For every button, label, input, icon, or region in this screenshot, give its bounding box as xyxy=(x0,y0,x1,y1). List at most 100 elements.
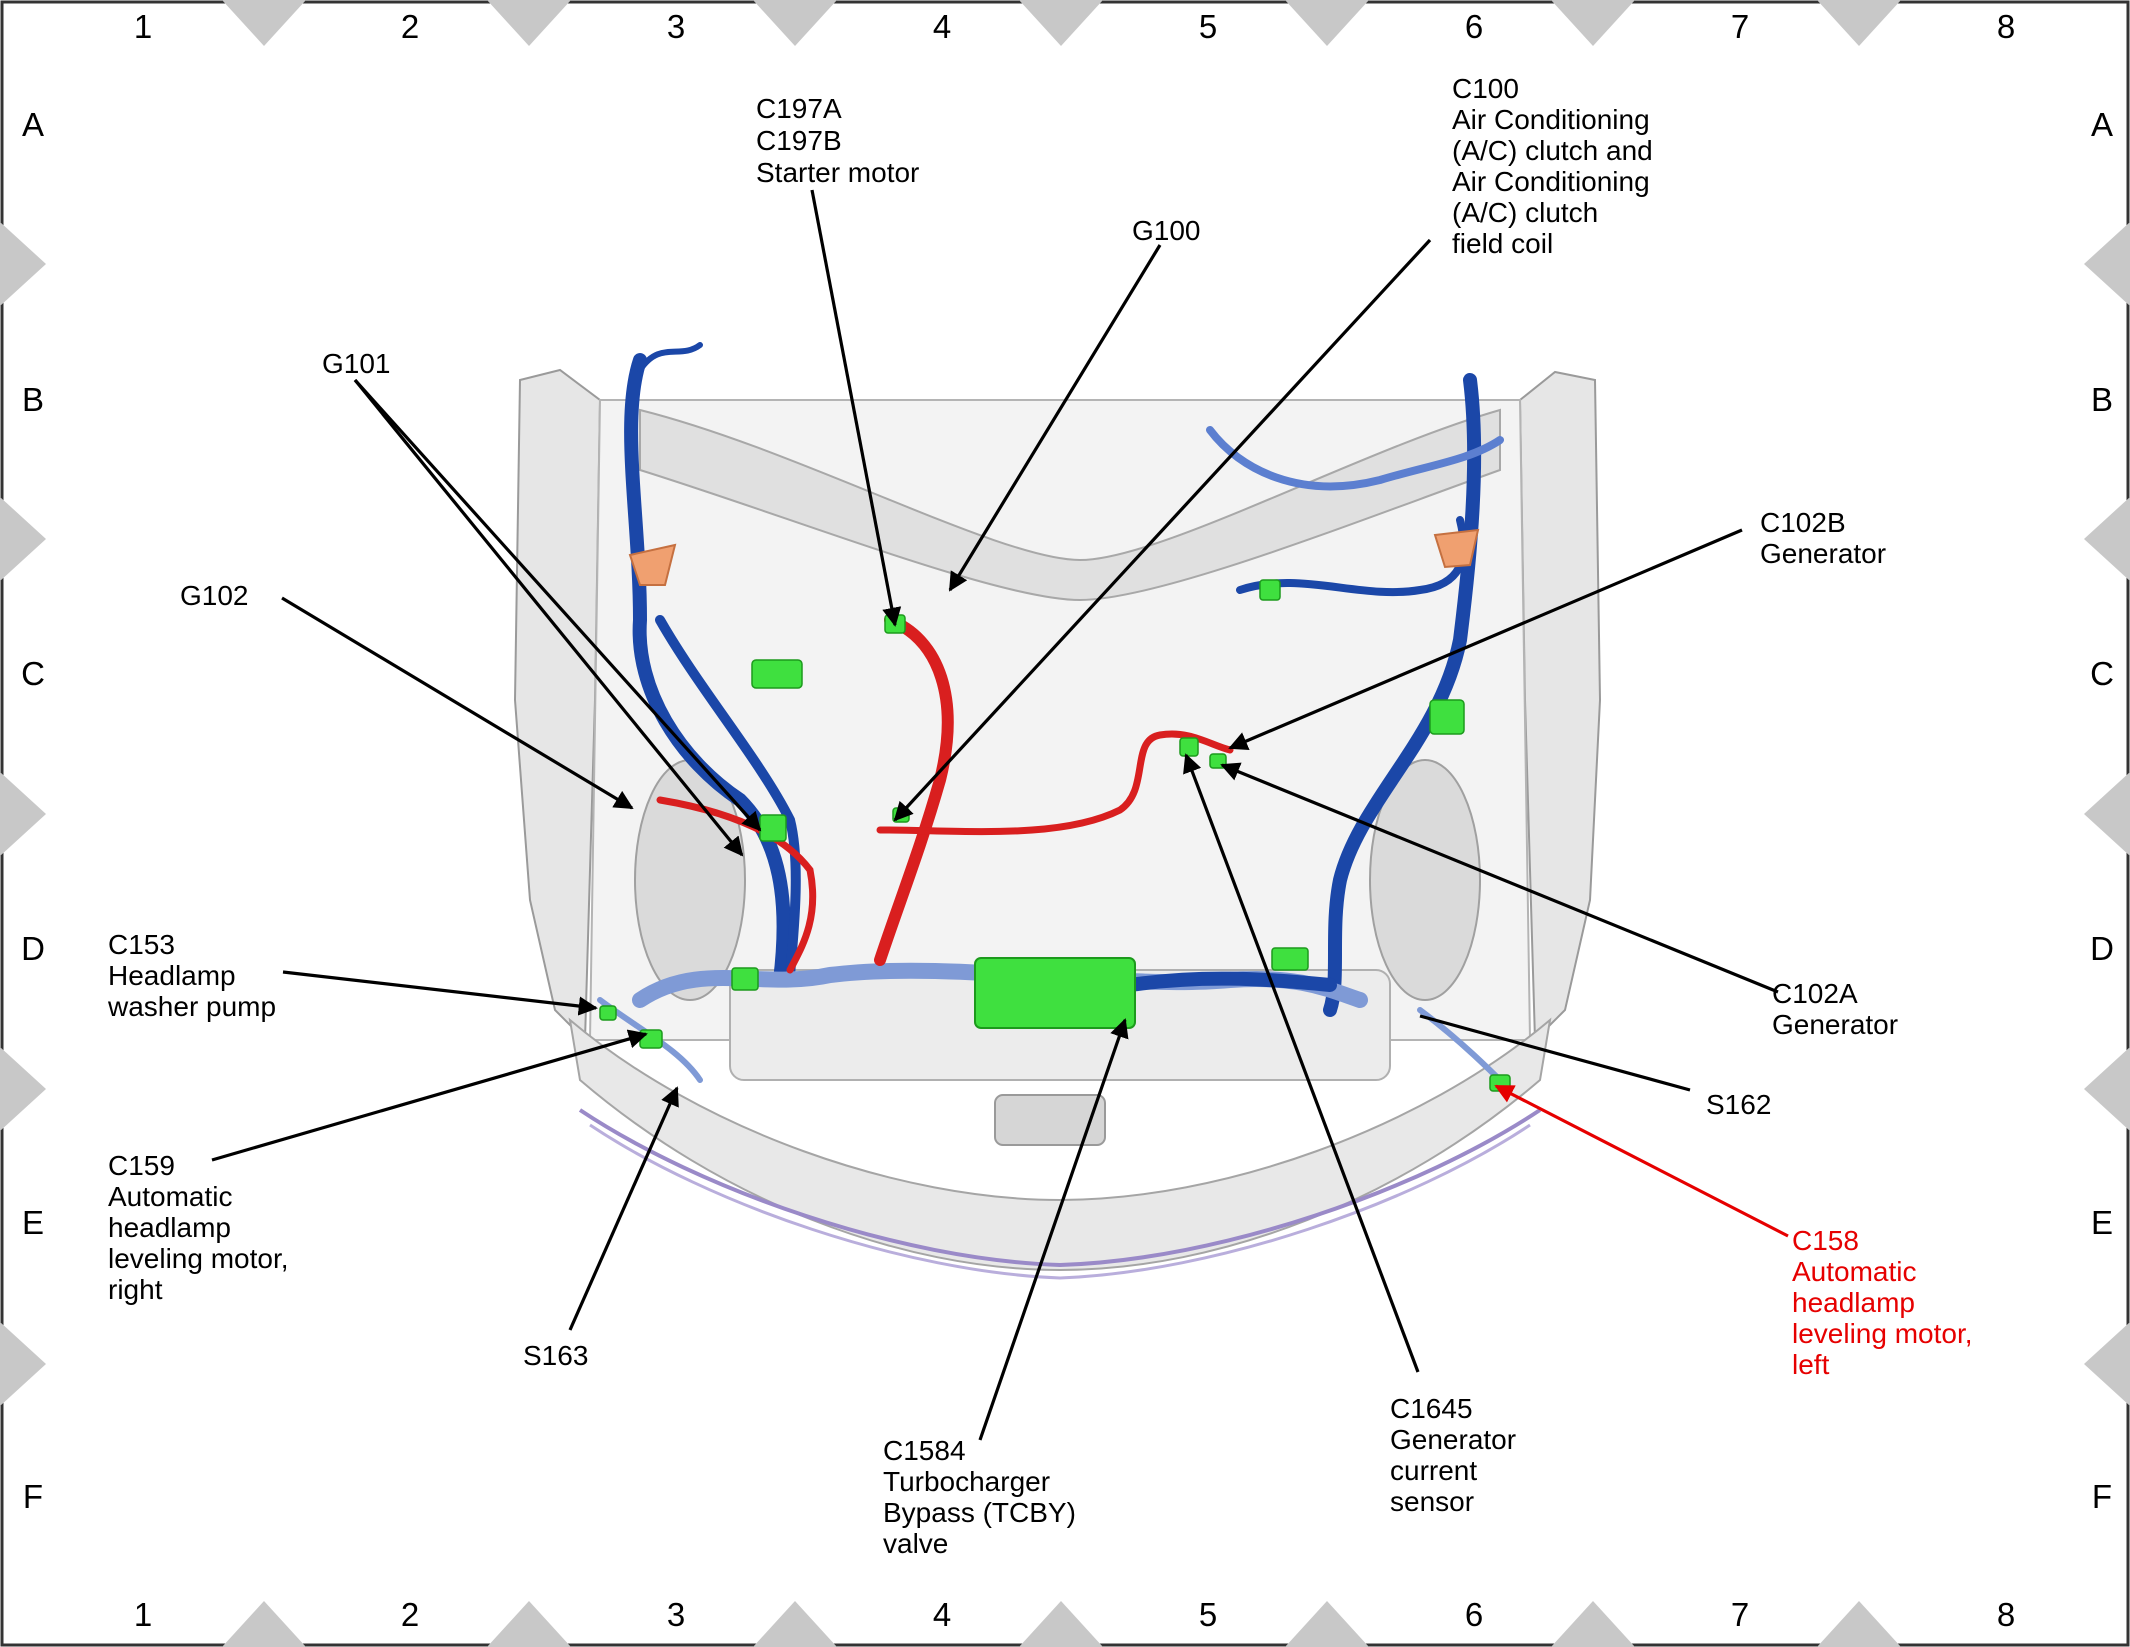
grid-row-label: C xyxy=(21,655,45,692)
leader-c197 xyxy=(810,189,902,627)
callout-c159-line: right xyxy=(108,1274,163,1305)
right-strut-tower xyxy=(1369,759,1481,1001)
callout-c100-line: (A/C) clutch xyxy=(1452,197,1598,228)
connector-block xyxy=(731,967,759,991)
leader-c102a xyxy=(1220,762,1779,994)
callout-c197: C197A C197B Starter motor xyxy=(756,93,919,188)
grid-row-label: A xyxy=(2091,106,2113,143)
callout-c159-line: leveling motor, xyxy=(108,1243,289,1274)
callout-c153-line: washer pump xyxy=(107,991,276,1022)
leader-g102 xyxy=(281,596,634,810)
grid-col-label: 5 xyxy=(1199,8,1217,45)
grid-col-label: 4 xyxy=(933,1596,951,1633)
connector-block xyxy=(599,1005,617,1021)
leader-c1645 xyxy=(1183,753,1420,1373)
grid-row-labels-left: A B C D E F xyxy=(21,106,45,1515)
callout-c102b-line: Generator xyxy=(1760,538,1886,569)
connector-block xyxy=(1271,947,1309,971)
grid-col-label: 3 xyxy=(667,8,685,45)
leader-s162 xyxy=(1419,1014,1691,1092)
grid-col-label: 2 xyxy=(401,8,419,45)
hood-hinge-left xyxy=(628,543,677,586)
callout-c1584-line: C1584 xyxy=(883,1435,966,1466)
leader-c159 xyxy=(211,1029,648,1162)
grid-row-label: D xyxy=(2090,930,2114,967)
callout-c100-line: (A/C) clutch and xyxy=(1452,135,1653,166)
harness-power-red-2 xyxy=(876,730,1234,836)
harness-main-left-2 xyxy=(655,615,801,980)
callout-c102b: C102B Generator xyxy=(1760,507,1886,569)
callout-c102a: C102A Generator xyxy=(1772,978,1898,1040)
grid-col-label: 4 xyxy=(933,8,951,45)
connector-block xyxy=(1179,737,1199,757)
callout-c100-line: Air Conditioning xyxy=(1452,166,1650,197)
connector-block xyxy=(751,659,803,689)
callout-g100: G100 xyxy=(1132,215,1201,246)
callout-c102a-line: Generator xyxy=(1772,1009,1898,1040)
tcby-valve-module xyxy=(974,957,1136,1029)
callout-c1584-line: Turbocharger xyxy=(883,1466,1050,1497)
leader-c1584 xyxy=(978,1018,1129,1441)
callout-c159-line: Automatic xyxy=(108,1181,233,1212)
leader-c100 xyxy=(893,238,1432,822)
grid-col-label: 1 xyxy=(134,8,152,45)
callout-c1584-line: valve xyxy=(883,1528,948,1559)
grid-col-label: 6 xyxy=(1465,1596,1483,1633)
grid-col-label: 7 xyxy=(1731,8,1749,45)
connector-block xyxy=(1429,699,1465,735)
callout-c102a-line: C102A xyxy=(1772,978,1858,1009)
grid-row-label: D xyxy=(21,930,45,967)
harness-cowl-right xyxy=(1206,426,1504,491)
callout-c197-line: C197B xyxy=(756,125,842,156)
harness-power-red xyxy=(874,614,954,966)
grid-row-label: A xyxy=(22,106,44,143)
front-bumper xyxy=(568,1017,1552,1272)
leader-g101 xyxy=(353,378,762,832)
grid-row-label: B xyxy=(22,381,44,418)
grid-column-labels-top: 1 2 3 4 5 6 7 8 xyxy=(134,8,2015,45)
callout-g102: G102 xyxy=(180,580,249,611)
grid-row-label: E xyxy=(22,1204,44,1241)
connector-block xyxy=(1259,579,1281,601)
callout-c158-line: C158 xyxy=(1792,1225,1859,1256)
callout-g101: G101 xyxy=(322,348,391,379)
grid-row-label: F xyxy=(2092,1478,2112,1515)
hood-hinge-right xyxy=(1433,528,1480,569)
grid-row-label: F xyxy=(23,1478,43,1515)
callout-c153: C153 Headlamp washer pump xyxy=(107,929,276,1022)
callout-c158-line: left xyxy=(1792,1349,1830,1380)
grille-harness xyxy=(578,1108,1542,1268)
leader-c153 xyxy=(282,970,598,1016)
harness-front-crossmember-dark xyxy=(1123,971,1337,992)
harness-main-left xyxy=(624,353,791,987)
callout-c153-line: C153 xyxy=(108,929,175,960)
callout-c1645-line: sensor xyxy=(1390,1486,1474,1517)
callout-c158-line: headlamp xyxy=(1792,1287,1915,1318)
right-fender xyxy=(1518,370,1602,1043)
callout-c158-line: Automatic xyxy=(1792,1256,1917,1287)
callout-c100-line: Air Conditioning xyxy=(1452,104,1650,135)
harness-main-right xyxy=(1323,373,1482,1017)
callout-c197-line: Starter motor xyxy=(756,157,919,188)
callout-c158-line: leveling motor, xyxy=(1792,1318,1973,1349)
callout-c197-line: C197A xyxy=(756,93,842,124)
leader-s163 xyxy=(568,1086,679,1331)
grid-row-label: E xyxy=(2091,1204,2113,1241)
grid-col-label: 2 xyxy=(401,1596,419,1633)
grid-col-label: 6 xyxy=(1465,8,1483,45)
grid-col-label: 1 xyxy=(134,1596,152,1633)
callout-c1645-line: C1645 xyxy=(1390,1393,1473,1424)
grid-row-labels-right: A B C D E F xyxy=(2090,106,2114,1515)
callout-c100-line: field coil xyxy=(1452,228,1553,259)
grid-row-label: C xyxy=(2090,655,2114,692)
callout-c1645: C1645 Generator current sensor xyxy=(1390,1393,1524,1517)
center-bracket xyxy=(994,1094,1106,1146)
callout-c158: C158 Automatic headlamp leveling motor, … xyxy=(1792,1225,1980,1380)
grid-col-label: 8 xyxy=(1997,1596,2015,1633)
callout-c1584: C1584 Turbocharger Bypass (TCBY) valve xyxy=(883,1435,1084,1559)
connector-block xyxy=(639,1029,663,1049)
grid-col-label: 5 xyxy=(1199,1596,1217,1633)
callout-c159-line: C159 xyxy=(108,1150,175,1181)
